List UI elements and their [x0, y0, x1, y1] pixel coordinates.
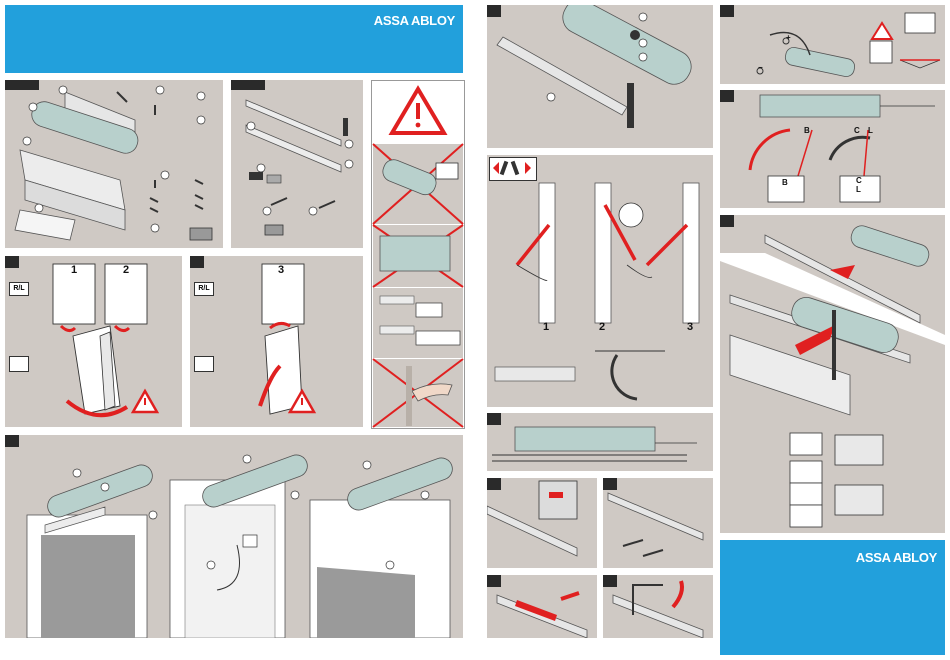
brand-logo-bottom: ASSA ABLOY — [856, 550, 937, 565]
panel-hex-key — [603, 575, 713, 638]
rail-screw-illustration — [603, 478, 713, 568]
plus-label: + — [786, 33, 791, 42]
panel-cover-assembly — [720, 215, 945, 533]
panel-door-handing-push: R/L 3 — [190, 256, 363, 427]
door-handing-illustration-2 — [190, 256, 363, 427]
panel-arm-assembly — [487, 5, 713, 148]
panel-warnings — [371, 80, 465, 429]
panel-spring-adjust: + − — [720, 5, 945, 84]
arm-position-2: 2 — [599, 321, 605, 333]
valve-l-label: L — [868, 126, 873, 135]
parts-kit-illustration — [5, 80, 223, 248]
arm-position-3: 3 — [687, 321, 693, 333]
brand-logo-top: ASSA ABLOY — [374, 13, 455, 28]
valve-c-label: C — [854, 126, 860, 135]
door-number-3: 3 — [278, 264, 284, 276]
hex-key-illustration — [603, 575, 713, 638]
panel-parts-kit — [5, 80, 223, 248]
door-number-1: 1 — [71, 264, 77, 276]
slider-insert-illustration — [487, 575, 597, 638]
panel-parts-kit-b — [231, 80, 363, 248]
warning-illustrations — [372, 81, 464, 428]
panel-arm-positions: 1 2 3 — [487, 155, 713, 407]
cover-assembly-illustration — [720, 215, 945, 533]
panel-rail-section — [487, 413, 713, 471]
speed-valves-illustration — [720, 90, 945, 208]
panel-door-handing-pull: R/L 1 2 — [5, 256, 182, 427]
valve-b-label: B — [804, 126, 810, 135]
arm-position-1: 1 — [543, 321, 549, 333]
rail-parts-illustration — [231, 80, 363, 248]
brand-banner-top: ASSA ABLOY — [5, 5, 463, 73]
panel-rail-screw — [603, 478, 713, 568]
panel-slider-insert — [487, 575, 597, 638]
installation-variants-illustration — [5, 435, 463, 638]
panel-speed-valves: B C L B C L — [720, 90, 945, 208]
rail-slider-illustration — [487, 478, 597, 568]
arm-assembly-illustration — [487, 5, 713, 148]
panel-installation-variants — [5, 435, 463, 638]
rail-section-illustration — [487, 413, 713, 471]
spring-adjust-illustration — [720, 5, 945, 84]
panel-rail-slider — [487, 478, 597, 568]
arm-positions-illustration — [487, 155, 713, 407]
door-number-2: 2 — [123, 264, 129, 276]
valve-b-box-label: B — [782, 178, 788, 187]
minus-label: − — [758, 63, 763, 72]
brand-banner-bottom: ASSA ABLOY — [720, 540, 945, 655]
door-handing-illustration — [5, 256, 182, 427]
valve-l-box-label: L — [856, 185, 861, 194]
valve-c-box-label: C — [856, 176, 862, 185]
